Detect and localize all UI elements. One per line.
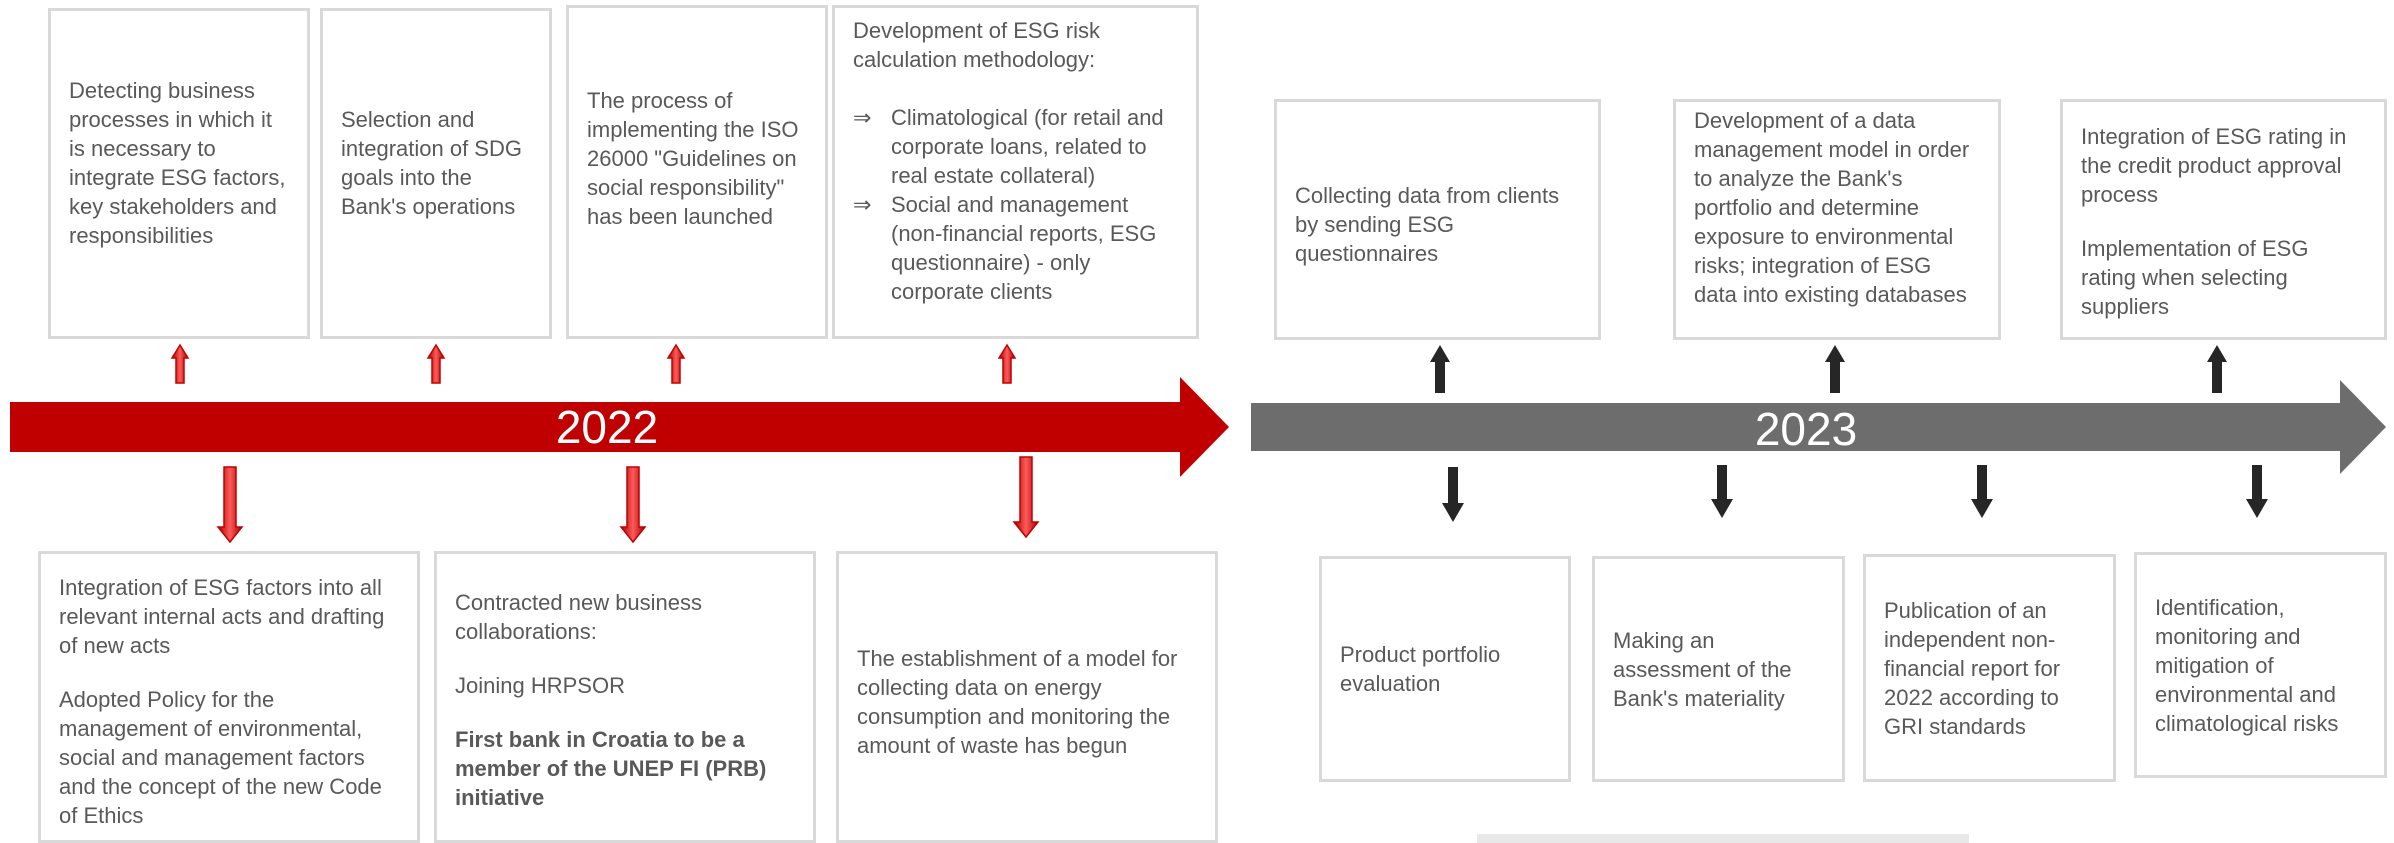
milestone-text: Detecting business processes in which it…	[69, 78, 286, 248]
milestone-text: The process of implementing the ISO 2600…	[587, 88, 799, 229]
connector-down-arrow	[1711, 465, 1733, 518]
connector-up-arrow	[2207, 345, 2227, 393]
connector-down-arrow	[619, 466, 647, 544]
connector-up-arrow	[170, 343, 190, 384]
milestone-2022-top-1: Detecting business processes in which it…	[48, 8, 310, 339]
milestone-2022-top-2: Selection and integration of SDG goals i…	[320, 8, 552, 339]
connector-up-arrow	[426, 343, 446, 384]
milestone-2022-top-3: The process of implementing the ISO 2600…	[566, 5, 828, 339]
milestone-text: Integration of ESG factors into all rele…	[59, 575, 385, 658]
milestone-2023-bottom-2: Making an assessment of the Bank's mater…	[1592, 556, 1845, 782]
connector-down-arrow	[2246, 465, 2268, 518]
milestone-text: The establishment of a model for collect…	[857, 646, 1178, 758]
double-arrow-right-icon: ⇒	[853, 105, 872, 130]
milestone-text: Integration of ESG rating in the credit …	[2081, 124, 2347, 207]
milestone-2022-bottom-3: The establishment of a model for collect…	[836, 551, 1218, 843]
milestone-text: Identification, monitoring and mitigatio…	[2155, 594, 2339, 736]
decorative-photo	[1477, 834, 1969, 843]
connector-up-arrow	[997, 343, 1017, 384]
milestone-title: Development of ESG risk calculation meth…	[853, 18, 1100, 72]
milestone-2023-top-3: Integration of ESG rating in the credit …	[2060, 99, 2387, 340]
connector-up-arrow	[1825, 345, 1845, 393]
methodology-list: ⇒Climatological (for retail and corporat…	[853, 103, 1178, 306]
milestone-2023-bottom-1: Product portfolio evaluation	[1319, 556, 1571, 782]
milestone-2022-top-4: Development of ESG risk calculation meth…	[832, 5, 1199, 339]
milestone-highlight: First bank in Croatia to be a member of …	[455, 727, 767, 810]
milestone-text: Product portfolio evaluation	[1340, 642, 1501, 696]
milestone-text: Joining HRPSOR	[455, 673, 625, 698]
milestone-text: Development of a data management model i…	[1694, 108, 1970, 307]
timeline-arrow-2022	[10, 377, 1229, 477]
connector-up-arrow	[1430, 345, 1450, 393]
connector-down-arrow	[1442, 467, 1464, 522]
year-label-2022: 2022	[555, 401, 659, 453]
milestone-text: Contracted new business collaborations:	[455, 590, 703, 644]
connector-up-arrow	[666, 343, 686, 384]
timeline-arrow-2023	[1251, 380, 2386, 474]
milestone-2023-top-1: Collecting data from clients by sending …	[1274, 99, 1601, 340]
milestone-2022-bottom-2: Contracted new business collaborations: …	[434, 551, 816, 843]
year-label-2023: 2023	[1754, 403, 1858, 455]
milestone-2023-top-2: Development of a data management model i…	[1673, 99, 2001, 340]
milestone-text: Selection and integration of SDG goals i…	[341, 107, 522, 219]
milestone-text: Adopted Policy for the management of env…	[59, 687, 382, 828]
methodology-item: ⇒Social and management (non-financial re…	[853, 192, 1157, 304]
milestone-text: Collecting data from clients by sending …	[1295, 183, 1560, 266]
milestone-text: Publication of an independent non-financ…	[1884, 597, 2061, 739]
milestone-2022-bottom-1: Integration of ESG factors into all rele…	[38, 551, 420, 843]
connector-down-arrow	[1971, 465, 1993, 518]
milestone-2023-bottom-4: Identification, monitoring and mitigatio…	[2134, 552, 2387, 778]
methodology-item: ⇒Climatological (for retail and corporat…	[853, 105, 1164, 188]
connector-down-arrow	[1012, 456, 1040, 539]
milestone-text: Implementation of ESG rating when select…	[2081, 236, 2309, 319]
milestone-2023-bottom-3: Publication of an independent non-financ…	[1863, 554, 2116, 782]
double-arrow-right-icon: ⇒	[853, 192, 872, 217]
milestone-text: Making an assessment of the Bank's mater…	[1613, 627, 1792, 711]
connector-down-arrow	[216, 466, 244, 544]
